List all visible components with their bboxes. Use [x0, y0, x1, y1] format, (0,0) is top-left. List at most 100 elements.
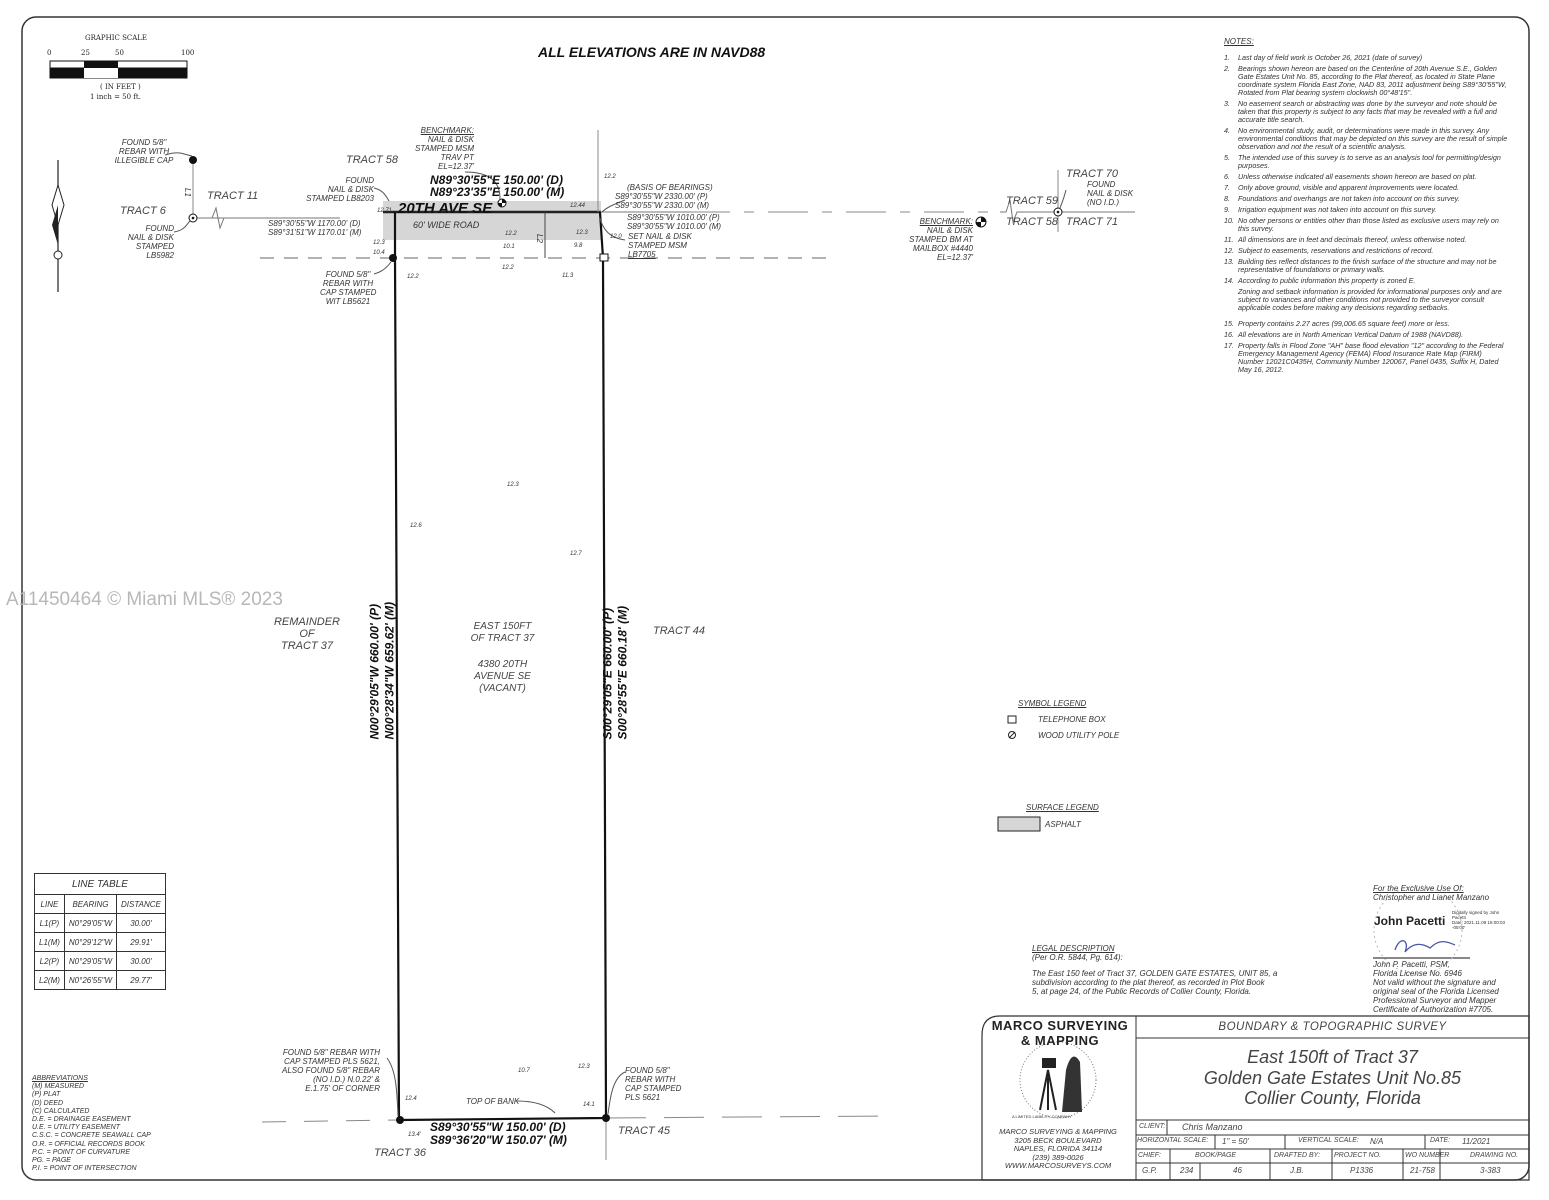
note-line: Pacetti	[1452, 915, 1466, 920]
legend-utility-pole: WOOD UTILITY POLE	[1038, 731, 1120, 740]
company-website[interactable]: WWW.MARCOSURVEYS.COM	[1004, 1161, 1112, 1170]
handwritten-signature	[1394, 940, 1456, 953]
west-bearing-plat: N00°29'05"W 660.00' (P)	[367, 603, 382, 740]
abbreviation-item: P.C. = POINT OF CURVATURE	[32, 1148, 131, 1156]
right-road-bearing-measured: S89°30'55"W 1010.00' (M)	[627, 222, 722, 231]
callout-line: STAMPED MSM	[628, 241, 687, 250]
callout-line: (NO I.D.) N.0.22' &	[313, 1075, 380, 1084]
callout-line: E.1.75' OF CORNER	[305, 1084, 380, 1093]
road-name: 20TH AVE SE	[398, 200, 493, 217]
abbreviation-item: PG. = PAGE	[32, 1157, 71, 1165]
client-label: CLIENT:	[1139, 1123, 1166, 1130]
label-line: OF TRACT 37	[470, 633, 535, 644]
note-item: 17.Property falls in Flood Zone "AH" bas…	[1224, 342, 1509, 374]
note-item: 6.Unless otherwise indicated all easemen…	[1224, 173, 1509, 181]
line-l2-label: L2	[534, 234, 544, 243]
callout-line: BENCHMARK:	[420, 126, 474, 135]
callout-line: ALSO FOUND 5/8" REBAR	[282, 1066, 380, 1075]
line-table-title: LINE TABLE	[34, 873, 166, 895]
note-text: Only above ground, visible and apparent …	[1238, 183, 1459, 192]
note-text: Irrigation equipment was not taken into …	[1238, 205, 1437, 214]
road-asphalt	[383, 201, 601, 240]
south-tract-line-left	[261, 1119, 401, 1123]
note-number: 15.	[1224, 319, 1234, 328]
parcel-address: 4380 20TH	[477, 659, 528, 670]
note-number: 7.	[1224, 183, 1230, 192]
remainder-tract-37-label: REMAINDER OF TRACT 37	[272, 616, 342, 652]
scale-tick-50: 50	[115, 49, 124, 57]
company-info: MARCO SURVEYING & MAPPING 3205 BECK BOUL…	[988, 1127, 1128, 1171]
callout-line: MAILBOX #4440	[912, 244, 973, 253]
east-bearing-measured: S00°28'55"E 660.18' (M)	[615, 605, 630, 740]
road-width: 60' WIDE ROAD	[413, 220, 480, 230]
tract-45-label: TRACT 45	[618, 1125, 670, 1137]
callout-line: STAMPED MSM	[415, 144, 474, 153]
callout-line: ILLEGIBLE CAP	[114, 156, 174, 165]
legend-telephone-box: TELEPHONE BOX	[1038, 715, 1106, 724]
spot-elevation: 10.1	[503, 244, 515, 250]
spot-elevation: 12.71	[377, 208, 393, 214]
note-number: 6.	[1224, 172, 1230, 181]
logo-text: MARCO SURVEYING & MAPPING	[991, 1018, 1129, 1048]
note-number: 10.	[1224, 216, 1234, 225]
note-item: 9. Irrigation equipment was not taken int…	[1224, 206, 1509, 214]
spot-elevation: 12.2	[502, 265, 514, 271]
note-item: 10. No other persons or entities other th…	[1224, 217, 1509, 233]
left-road-bearing-measured: S89°31'51"W 1170.01' (M)	[268, 228, 362, 237]
east-bearing-plat: S00°29'05"E 660.00' (P)	[600, 607, 615, 740]
spot-elevation: 14.1	[583, 1102, 595, 1108]
telephone-box-icon	[599, 253, 609, 262]
certification-title: For the Exclusive Use Of:	[1373, 884, 1464, 893]
callout-line: STAMPED LB8203	[306, 194, 374, 203]
tract-44-label: TRACT 44	[653, 625, 705, 637]
spot-elevation: 10.7	[518, 1068, 530, 1074]
break-symbol-left	[195, 206, 225, 230]
note-item: 1.Last day of field work is October 26, …	[1224, 54, 1509, 62]
title-block-value: G.P.	[1142, 1166, 1157, 1175]
spot-elevation: 12.44	[570, 203, 586, 209]
abbreviation-item: O.R. = OFFICIAL RECORDS BOOK	[32, 1140, 145, 1148]
left-road-bearing-deed: S89°30'55"W 1170.00' (D)	[268, 219, 361, 228]
legal-line: subdivision according to the plat thereo…	[1032, 978, 1265, 987]
note-number: 2.	[1224, 64, 1230, 73]
notes-list: 1.Last day of field work is October 26, …	[1224, 54, 1509, 374]
note-number: 8.	[1224, 194, 1230, 203]
callout-line: CAP STAMPED	[625, 1084, 682, 1093]
client-names: Christopher and Lianet Manzano	[1373, 893, 1490, 902]
spot-elevation: 12.2	[604, 174, 616, 180]
surveyor-credentials: John P. Pacetti, PSM,Florida License No.…	[1373, 960, 1499, 1014]
callout-line: EL=12.37'	[936, 253, 973, 262]
callout-line: NAIL & DISK	[427, 135, 474, 144]
callout-line: REBAR WITH	[322, 279, 374, 288]
spot-elevation: 12.3	[578, 1064, 590, 1070]
scale-ratio: 1 inch = 50 ft.	[90, 93, 141, 101]
company-phone: (239) 389-0026	[1032, 1152, 1084, 1162]
vscale-value: N/A	[1370, 1137, 1384, 1146]
note-number: 9.	[1224, 205, 1230, 214]
company-name: MARCO SURVEYING & MAPPING	[999, 1127, 1117, 1136]
note-number: 14.	[1224, 276, 1234, 285]
spot-elevation: 12.2	[407, 274, 419, 280]
south-bearing-measured: S89°36'20"W 150.07' (M)	[430, 1133, 567, 1147]
title-block-value: 46	[1233, 1166, 1242, 1175]
note-text: No other persons or entities other than …	[1238, 216, 1499, 233]
note-item: 14.According to public information this …	[1224, 277, 1509, 285]
line-table-cell: N0°26'55"W	[63, 970, 118, 990]
line-table-cell: 30.00'	[116, 951, 166, 971]
tract-71-label: TRACT 71	[1066, 216, 1118, 228]
rebar-monument	[189, 156, 197, 164]
credential-line: Professional Surveyor and Mapper	[1373, 996, 1497, 1005]
legal-reference: (Per O.R. 5844, Pg. 614):	[1032, 953, 1123, 962]
note-item: 5.The intended use of this survey is to …	[1224, 154, 1509, 170]
line-table-header: LINE	[34, 894, 65, 914]
note-number: 11.	[1224, 235, 1234, 244]
break-symbol-right	[1000, 199, 1135, 224]
note-item: 16.All elevations are in North American …	[1224, 331, 1509, 339]
